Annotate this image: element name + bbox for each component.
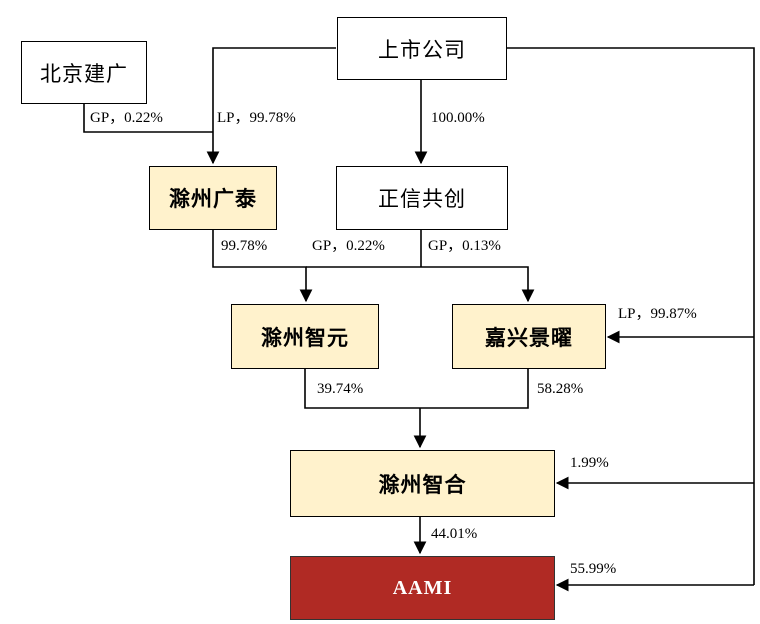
edge-listed-guangtai — [206, 47, 336, 165]
label-listed-aami: 55.99% — [570, 561, 617, 577]
node-chuzhou-guangtai: 滁州广泰 — [149, 166, 277, 230]
label-listed-jingyao: LP，99.87% — [618, 306, 697, 322]
label-zhengxin-jingyao: GP，0.13% — [428, 238, 501, 254]
label-zhiyuan-zhihe: 39.74% — [317, 381, 364, 397]
label-guangtai-zhiyuan: 99.78% — [221, 238, 268, 254]
edge-jianguang-guangtai — [83, 104, 213, 133]
edge-guangtai-zhiyuan — [212, 230, 313, 303]
label-listed-zhengxin: 100.00% — [431, 110, 485, 126]
node-chuzhou-zhihe: 滁州智合 — [290, 450, 555, 517]
node-jiaxing-jingyao: 嘉兴景曜 — [452, 304, 606, 369]
label-listed-zhihe: 1.99% — [570, 455, 609, 471]
node-aami: AAMI — [290, 556, 555, 620]
label-jingyao-zhihe: 58.28% — [537, 381, 584, 397]
label-jianguang-guangtai: GP，0.22% — [90, 110, 163, 126]
label-zhengxin-zhiyuan: GP，0.22% — [312, 238, 385, 254]
edge-listed-trunk — [506, 47, 755, 585]
node-chuzhou-zhiyuan: 滁州智元 — [231, 304, 379, 369]
label-zhihe-aami: 44.01% — [431, 526, 478, 542]
node-listed-company: 上市公司 — [337, 17, 507, 80]
node-beijing-jianguang: 北京建广 — [21, 41, 147, 104]
edge-zhengxin-jingyao — [421, 266, 535, 303]
label-listed-guangtai: LP，99.78% — [217, 110, 296, 126]
edge-zhiyuan-zhihe — [304, 369, 529, 409]
node-zhengxin-gongchuang: 正信共创 — [336, 166, 508, 230]
